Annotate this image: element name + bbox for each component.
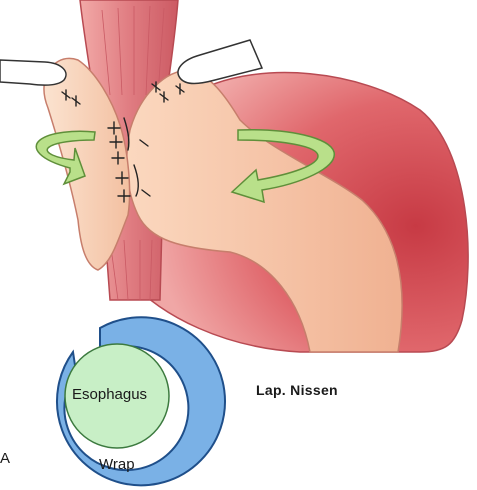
procedure-label: Lap. Nissen xyxy=(256,382,338,398)
esophagus-striations xyxy=(101,5,165,301)
retractor-right xyxy=(177,39,264,85)
esophagus-label: Esophagus xyxy=(72,386,148,403)
green-rotation-arrow-icon xyxy=(35,130,96,186)
green-rotation-arrow-icon xyxy=(230,128,335,204)
esophagus-disc xyxy=(64,343,170,449)
wrap-ring xyxy=(56,316,226,487)
wrap-label: Wrap xyxy=(99,456,135,473)
fundus-wrap-left xyxy=(43,57,131,271)
panel-letter: A xyxy=(0,450,11,467)
suture-stitches xyxy=(61,81,185,203)
retractor-left xyxy=(0,59,67,86)
